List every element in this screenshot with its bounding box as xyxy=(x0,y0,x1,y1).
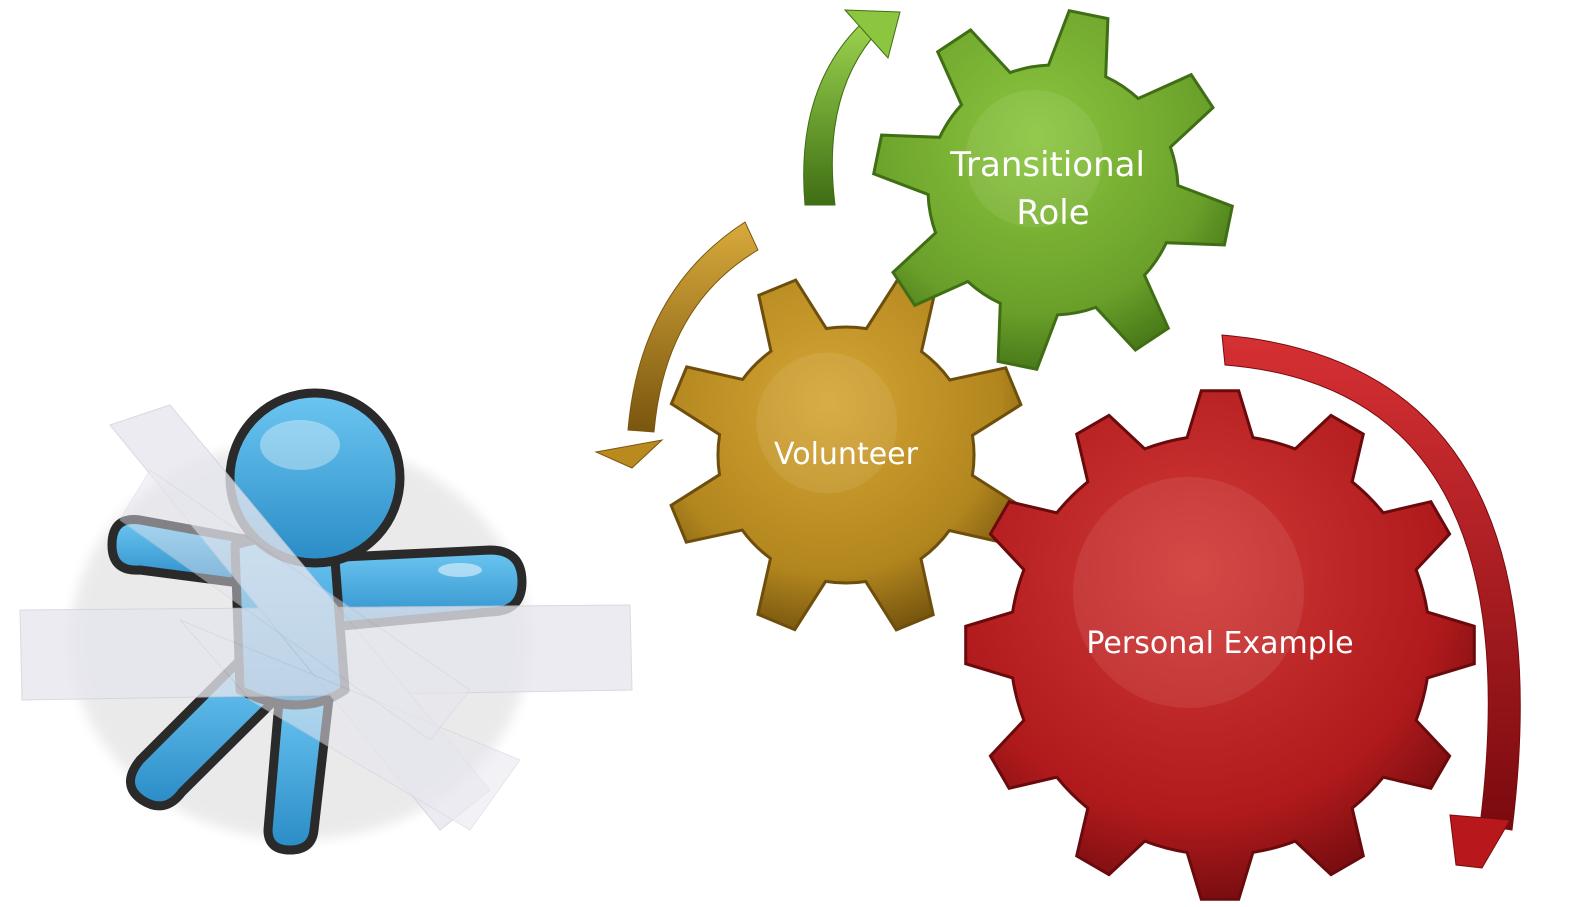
taped-figure-illustration xyxy=(19,388,633,855)
personal-example-gear xyxy=(964,389,1476,901)
personal-example-gear-highlight xyxy=(1073,477,1304,708)
green-cycle-arrow xyxy=(803,9,901,206)
volunteer-gear-highlight xyxy=(756,352,898,494)
gold-cycle-arrow xyxy=(594,221,759,469)
volunteer-label: Volunteer xyxy=(774,437,919,472)
red-cycle-arrow xyxy=(1221,334,1521,869)
tape-strips xyxy=(19,404,633,831)
volunteer-gear xyxy=(669,278,1023,632)
transitional-role-gear xyxy=(871,8,1235,372)
transitional-role-label: Transitional Role xyxy=(949,145,1156,233)
personal-example-label: Personal Example xyxy=(1086,626,1353,661)
transitional-role-gear-highlight xyxy=(965,90,1103,228)
